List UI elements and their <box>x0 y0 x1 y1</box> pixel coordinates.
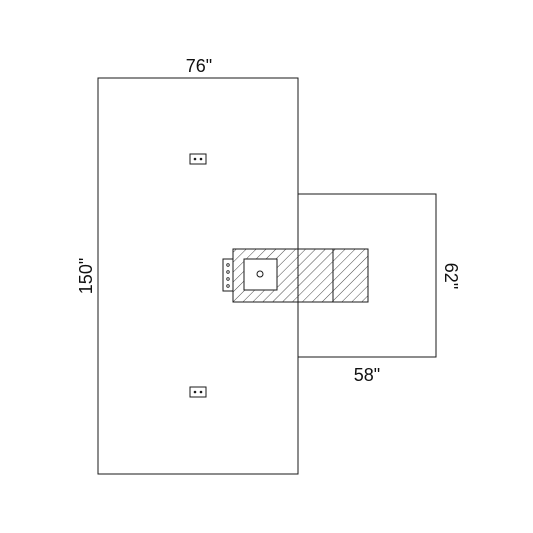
side-tab-icon <box>222 258 234 292</box>
wing-height-label: 62" <box>441 263 461 289</box>
side-extension-outline <box>298 193 437 358</box>
fenestration-icon <box>243 258 278 291</box>
reinforcement-panel <box>232 248 369 303</box>
bottom-tube-holder-icon <box>189 386 207 398</box>
top-width-label: 76" <box>186 56 212 76</box>
left-height-label: 150" <box>76 258 96 294</box>
wing-width-label: 58" <box>354 365 380 385</box>
top-tube-holder-icon <box>189 153 207 165</box>
